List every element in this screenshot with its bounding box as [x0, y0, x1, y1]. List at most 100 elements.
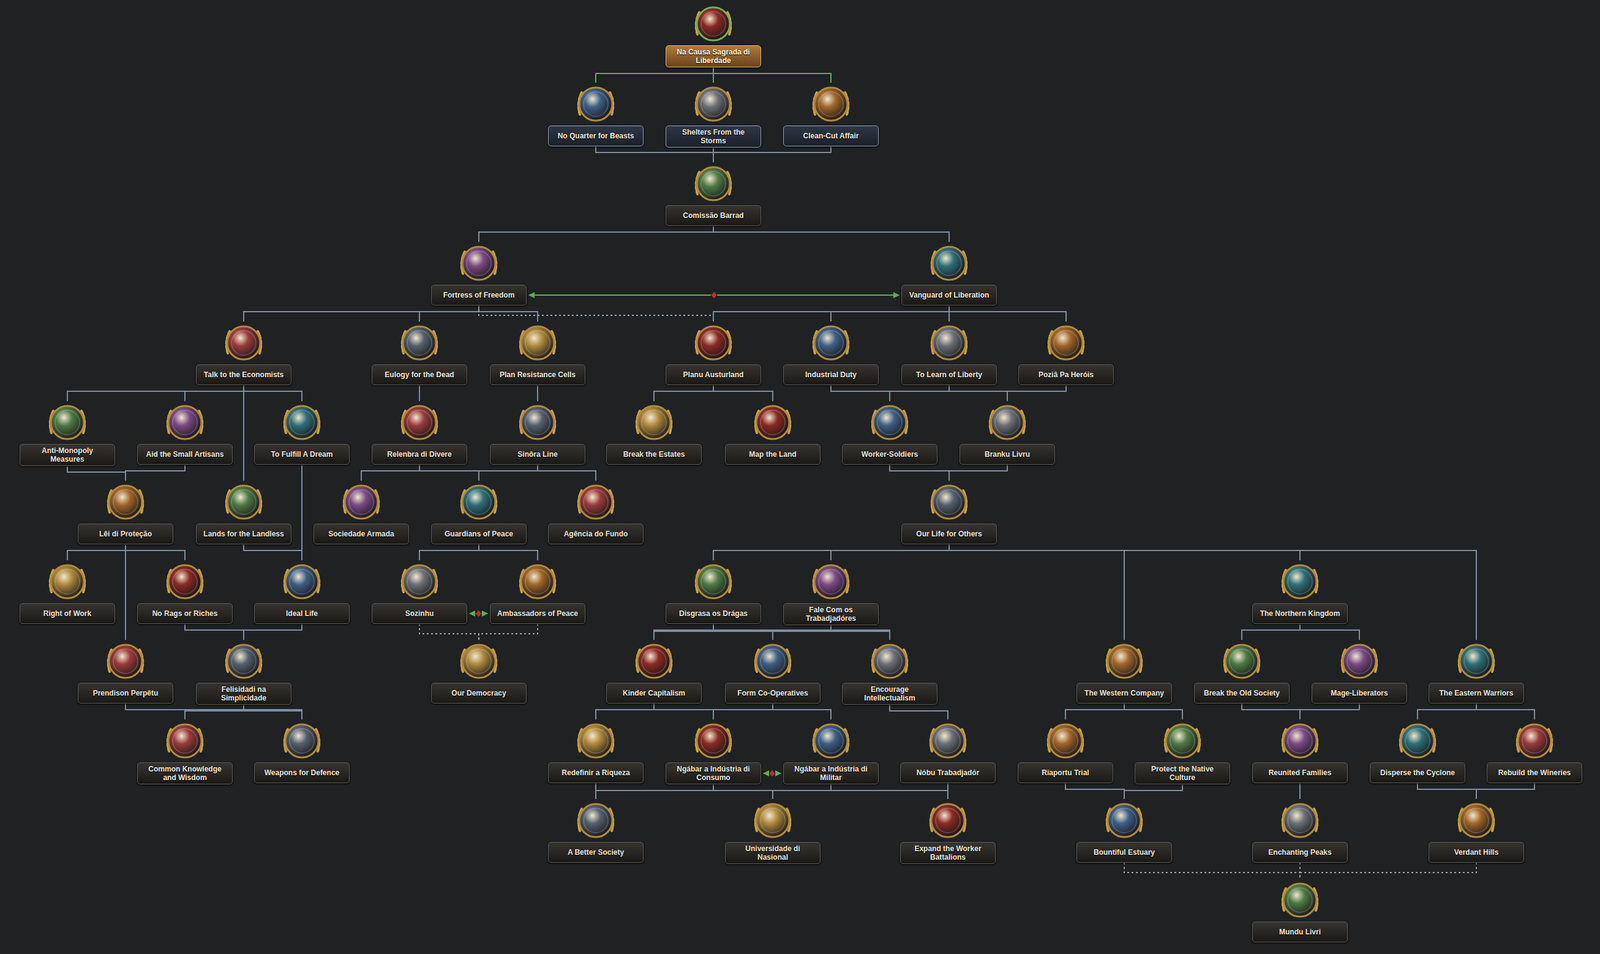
prerequisite-line: [1299, 623, 1360, 640]
focus-name: Ngábar a Indústria di Militar: [787, 764, 875, 782]
focus-icon: [278, 719, 326, 763]
focus-icon: [338, 480, 385, 524]
focus-name: Kinder Capitalism: [610, 688, 698, 698]
focus-name: Fortress of Freedom: [435, 290, 523, 300]
focus-icon: [1159, 719, 1206, 763]
focus-node: Rebuild the Wineries: [1485, 719, 1584, 784]
focus-label: Ngábar a Indústria di Militar: [783, 762, 879, 785]
focus-label: Ideal Life: [254, 603, 350, 624]
prerequisite-line: [830, 385, 890, 402]
focus-label: Disperse the Cyclone: [1369, 762, 1466, 784]
prerequisite-line: [243, 385, 302, 402]
focus-icon: [44, 401, 91, 444]
focus-name: The Western Company: [1080, 688, 1168, 698]
focus-name: Agência do Fundo: [552, 529, 640, 539]
focus-node: Ngábar a Indústria di Consumo: [664, 719, 763, 785]
focus-icon: [1276, 878, 1324, 922]
focus-label: Map the Land: [724, 443, 821, 465]
focus-label: Prendison Perpêtu: [77, 682, 174, 704]
focus-name: Encourage Intellectualism: [846, 685, 934, 703]
prerequisite-line: [949, 544, 1477, 640]
focus-name: Industrial Duty: [787, 370, 875, 380]
focus-node: No Quarter for Beasts: [546, 82, 645, 147]
focus-icon: [161, 401, 209, 444]
focus-node: Map the Land: [723, 401, 822, 465]
prerequisite-line: [713, 146, 831, 163]
focus-name: Break the Estates: [610, 450, 698, 459]
focus-label: Ngábar a Indústria di Consumo: [665, 762, 762, 785]
focus-node: Nóbu Trabadjadór: [898, 719, 997, 784]
focus-node: Branku Livru: [958, 401, 1057, 465]
focus-icon: [690, 719, 737, 763]
focus-label: Branku Livru: [959, 443, 1056, 465]
focus-name: Vanguard of Liberation: [905, 290, 993, 300]
prerequisite-line: [361, 464, 420, 481]
focus-name: Sociedade Armada: [317, 529, 405, 539]
focus-name: Sinôra Line: [494, 450, 582, 459]
focus-label: Na Causa Sagrada di Liberdade: [665, 45, 762, 68]
focus-name: Felisidadi na Simplicidade: [200, 685, 288, 703]
focus-icon: [866, 401, 913, 444]
focus-label: Encourage Intellectualism: [841, 682, 938, 705]
focus-icon: [161, 719, 209, 763]
focus-label: No Rags or Riches: [137, 603, 233, 624]
prerequisite-line: [949, 544, 1125, 640]
focus-label: Comissão Barrad: [665, 205, 762, 226]
focus-node: To Fulfill A Dream: [252, 401, 351, 465]
prerequisite-line: [67, 465, 126, 481]
prerequisite-line: [949, 385, 1008, 402]
focus-label: Our Democracy: [431, 682, 527, 704]
focus-icon: [455, 241, 503, 285]
focus-label: Our Life for Others: [901, 523, 997, 545]
focus-label: Sinôra Line: [489, 443, 586, 465]
focus-label: Sociedade Armada: [313, 523, 410, 545]
focus-name: Disperse the Cyclone: [1374, 768, 1462, 778]
focus-icon: [690, 321, 737, 365]
prerequisite-line: [653, 385, 714, 402]
focus-name: Eulogy for the Dead: [375, 370, 463, 380]
focus-node: Lands for the Landless: [194, 480, 293, 545]
prerequisite-line: [478, 225, 714, 242]
focus-icon: [807, 82, 855, 126]
focus-label: The Northern Kingdom: [1252, 603, 1348, 624]
focus-name: Form Co-Operatives: [729, 688, 817, 698]
focus-icon: [807, 719, 855, 763]
prerequisite-line: [1476, 703, 1535, 720]
focus-name: Ideal Life: [258, 609, 346, 618]
focus-name: Our Life for Others: [905, 529, 993, 539]
focus-name: Lêi di Proteção: [82, 529, 170, 539]
prerequisite-line: [243, 544, 302, 561]
focus-name: Shelters From the Storms: [669, 127, 757, 146]
focus-name: Prendison Perpêtu: [82, 688, 170, 698]
focus-label: Worker-Soldiers: [841, 443, 938, 465]
prerequisite-line: [301, 464, 303, 561]
focus-label: Clean-Cut Affair: [783, 125, 879, 147]
focus-label: The Eastern Warriors: [1428, 682, 1525, 704]
focus-label: Felisidadi na Simplicidade: [195, 682, 292, 705]
focus-icon: [220, 321, 267, 365]
focus-node: Right of Work: [18, 560, 117, 624]
focus-label: Right of Work: [19, 603, 116, 624]
focus-node: To Learn of Liberty: [900, 321, 999, 386]
focus-icon: [514, 560, 561, 604]
focus-label: Industrial Duty: [783, 364, 879, 386]
prerequisite-line: [949, 464, 1008, 481]
focus-label: Redefinir a Riqueza: [548, 762, 644, 784]
focus-name: Expand the Worker Battalions: [904, 844, 992, 862]
focus-name: Fale Com os Trabadjadóres: [787, 605, 875, 623]
focus-node: Vanguard of Liberation: [900, 241, 999, 306]
prerequisite-line: [830, 544, 950, 561]
prerequisite-line: [889, 464, 950, 481]
focus-icon: [1042, 321, 1090, 365]
focus-node: Planu Austurland: [664, 321, 763, 386]
prerequisite-line: [595, 146, 714, 163]
prerequisite-line: [713, 544, 950, 561]
prerequisite-line: [1299, 862, 1477, 879]
focus-icon: [514, 401, 561, 444]
focus-name: Rebuild the Wineries: [1491, 768, 1578, 778]
focus-label: Guardians of Peace: [431, 523, 527, 545]
focus-node: The Northern Kingdom: [1250, 560, 1349, 624]
focus-node: Prendison Perpêtu: [76, 639, 175, 704]
focus-label: Lands for the Landless: [195, 523, 292, 545]
focus-label: Vanguard of Liberation: [901, 284, 997, 306]
